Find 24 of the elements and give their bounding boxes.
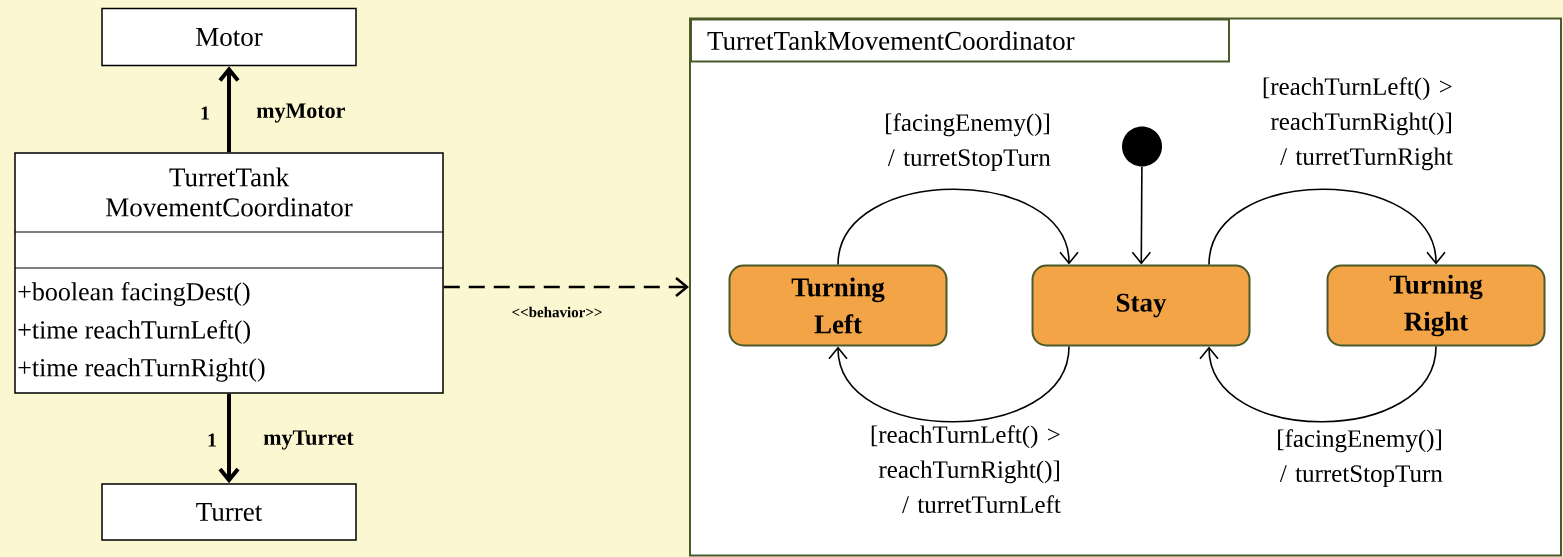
state-box: Turning Left bbox=[728, 264, 948, 347]
class-box: TurretTank MovementCoordinator +boolean facingDest() +time reachTurnLeft() +time reachTurnRight() bbox=[14, 152, 444, 394]
edge-label: [facingEnemy()] / turretStopTurn bbox=[1278, 429, 1443, 488]
arrow bbox=[1199, 345, 1437, 423]
arrow bbox=[1208, 188, 1446, 266]
arrow bbox=[1131, 165, 1152, 265]
arrow bbox=[828, 345, 1070, 423]
initial-state bbox=[1122, 126, 1162, 167]
state-box: Turning Right bbox=[1326, 264, 1546, 347]
arrow bbox=[218, 66, 240, 153]
edge-label: <<behavior>> bbox=[512, 306, 602, 318]
state-box: Stay bbox=[1031, 264, 1251, 347]
class-box: Turret bbox=[101, 483, 357, 541]
edge-label: [reachTurnLeft() > reachTurnRight()] / turretTurnLeft bbox=[871, 425, 1061, 514]
arrow bbox=[837, 188, 1079, 266]
arrow bbox=[443, 277, 689, 297]
class-box: Motor bbox=[101, 7, 357, 67]
edge-label: myTurret bbox=[263, 430, 354, 450]
multiplicity: 1 bbox=[201, 106, 209, 120]
edge-label: [facingEnemy()] / turretStopTurn bbox=[886, 113, 1051, 172]
arrow bbox=[218, 393, 240, 484]
edge-label: myMotor bbox=[256, 103, 345, 123]
multiplicity: 1 bbox=[208, 433, 216, 447]
edge-label: [reachTurnLeft() > reachTurnRight()] / turretTurnRight bbox=[1263, 77, 1453, 171]
